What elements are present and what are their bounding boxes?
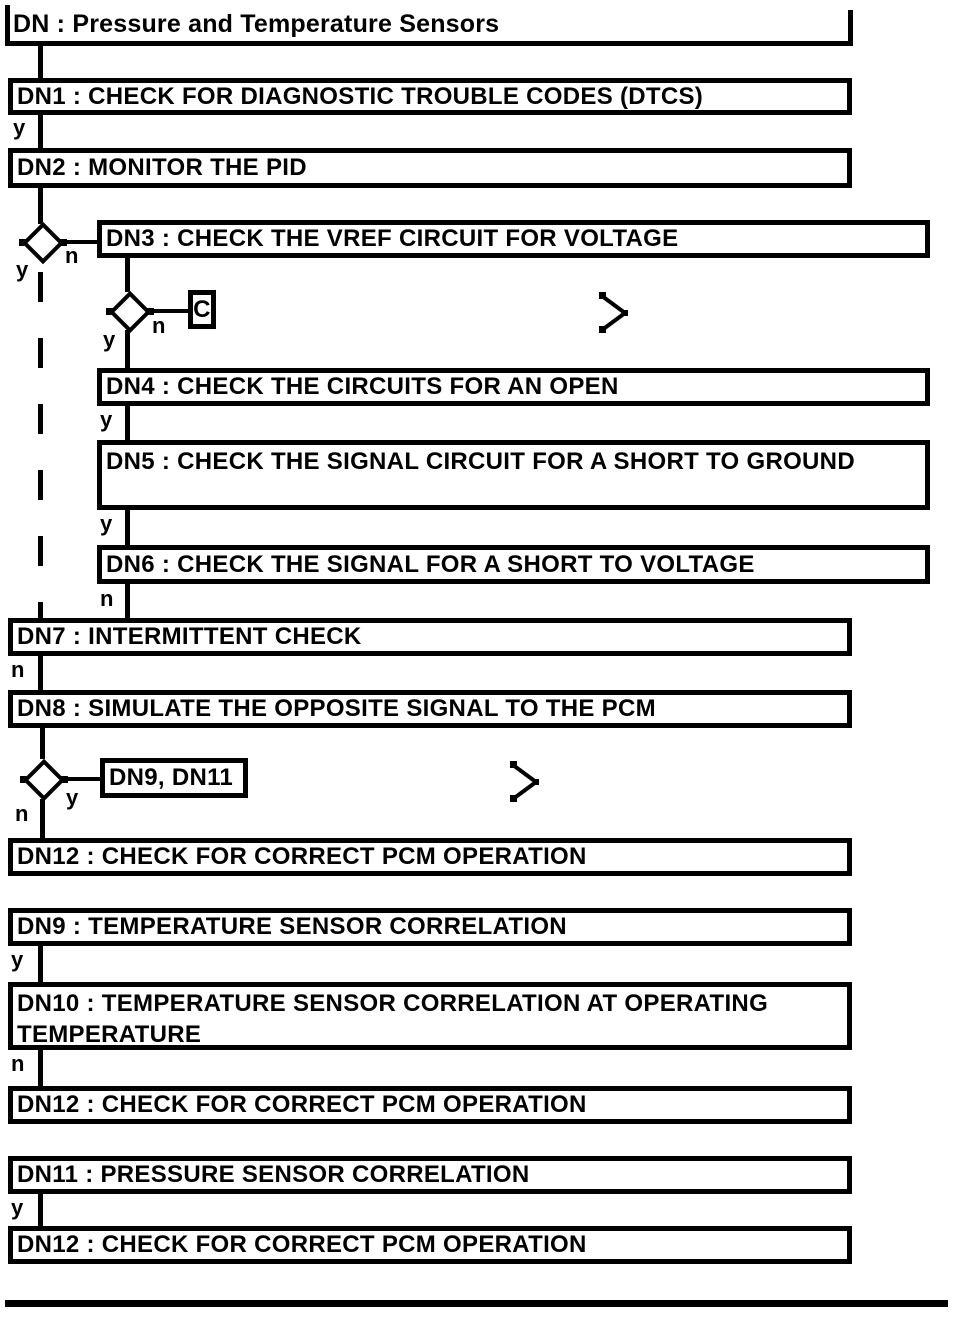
connector-dn4-dn5	[125, 406, 130, 440]
flow-box-dn5[interactable]: DN5 : CHECK THE SIGNAL CIRCUIT FOR A SHO…	[97, 440, 930, 510]
flow-box-dn4[interactable]: DN4 : CHECK THE CIRCUITS FOR AN OPEN	[97, 368, 930, 406]
connector-dn6-dn7	[125, 584, 130, 618]
flow-box-dn10[interactable]: DN10 : TEMPERATURE SENSOR CORRELATION AT…	[8, 982, 852, 1050]
branch-label-yes: y	[66, 785, 79, 810]
diamond-shape	[21, 221, 65, 265]
branch-label-yes: y	[100, 407, 113, 432]
flow-box-dn12[interactable]: DN12 : CHECK FOR CORRECT PCM OPERATION	[8, 1226, 852, 1264]
decision-diamond-icon	[20, 758, 68, 802]
flow-box-dn1[interactable]: DN1 : CHECK FOR DIAGNOSTIC TROUBLE CODES…	[8, 78, 852, 115]
connector-dn2-decision1	[38, 188, 43, 224]
dashed-yes-path-line	[38, 272, 43, 618]
branch-label-no: n	[11, 657, 25, 682]
branch-label-yes: y	[100, 511, 113, 536]
flow-box-dn3[interactable]: DN3 : CHECK THE VREF CIRCUIT FOR VOLTAGE	[97, 220, 930, 258]
connector-decision3-ref	[62, 777, 100, 781]
connector-decision1-dn3	[59, 240, 97, 244]
connector-dn8-decision3	[40, 728, 45, 759]
diamond-shape	[22, 758, 66, 802]
connector-title-dn1	[38, 46, 43, 78]
flow-box-dn8[interactable]: DN8 : SIMULATE THE OPPOSITE SIGNAL TO TH…	[8, 690, 852, 728]
title-underline	[5, 41, 853, 46]
flow-box-dn6[interactable]: DN6 : CHECK THE SIGNAL FOR A SHORT TO VO…	[97, 545, 930, 584]
offpage-connector-c[interactable]: C	[188, 290, 216, 329]
connector-decision3-dn12	[40, 799, 45, 838]
continue-chevron-icon	[599, 292, 629, 333]
branch-label-yes: y	[16, 257, 29, 282]
flow-box-dn11[interactable]: DN11 : PRESSURE SENSOR CORRELATION	[8, 1156, 852, 1194]
title-left-tick	[5, 5, 10, 46]
continue-chevron-icon	[510, 761, 540, 802]
connector-dn3-decision2	[125, 258, 130, 292]
branch-label-no: n	[11, 1051, 25, 1076]
flow-box-dn12[interactable]: DN12 : CHECK FOR CORRECT PCM OPERATION	[8, 1086, 852, 1124]
reference-box-dn9-dn11[interactable]: DN9, DN11	[100, 758, 248, 798]
connector-dn11-dn12	[38, 1194, 43, 1226]
page-title: DN : Pressure and Temperature Sensors	[13, 10, 500, 38]
branch-label-no: n	[65, 243, 79, 268]
connector-dn1-dn2	[38, 115, 43, 148]
connector-dn9-dn10	[38, 946, 43, 982]
connector-dn5-dn6	[125, 510, 130, 545]
flow-box-dn7[interactable]: DN7 : INTERMITTENT CHECK	[8, 618, 852, 656]
branch-label-yes: y	[11, 1195, 24, 1220]
connector-decision2-dn4	[125, 330, 130, 368]
branch-label-yes: y	[11, 947, 24, 972]
title-right-tick	[848, 10, 853, 41]
flow-box-dn2[interactable]: DN2 : MONITOR THE PID	[8, 148, 852, 188]
diamond-shape	[108, 290, 152, 334]
branch-label-no: n	[15, 801, 29, 826]
flow-box-dn9[interactable]: DN9 : TEMPERATURE SENSOR CORRELATION	[8, 908, 852, 946]
branch-label-yes: y	[103, 327, 116, 352]
branch-label-no: n	[100, 586, 114, 611]
connector-dn10-dn12	[38, 1050, 43, 1086]
branch-label-yes: y	[13, 115, 26, 140]
connector-decision2-c	[146, 309, 188, 313]
page-bottom-rule	[5, 1300, 948, 1307]
connector-dn7-dn8	[38, 656, 43, 690]
branch-label-no: n	[152, 313, 166, 338]
flow-box-dn12[interactable]: DN12 : CHECK FOR CORRECT PCM OPERATION	[8, 838, 852, 876]
